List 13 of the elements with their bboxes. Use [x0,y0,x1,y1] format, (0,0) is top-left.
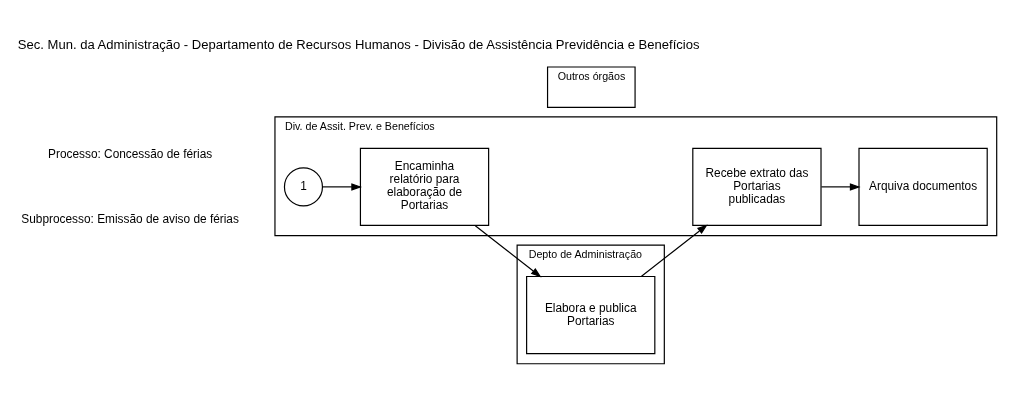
node-box: Elabora e publica Portarias [526,275,656,355]
label: Processo: Concessão de férias [48,146,213,161]
node-box: Recebe extrato das Portarias publicadas [692,147,822,227]
node-box: Encaminha relatório para elaboração de Portarias [359,147,490,227]
node-box: Arquiva documentos [858,147,988,227]
arrow [640,224,708,277]
label: Subprocesso: Emissão de aviso de férias [21,212,239,227]
node-circle: 1 [283,167,324,207]
arrow [322,183,362,191]
arrow [474,225,542,278]
node-box: Outros órgãos [546,66,636,108]
diagram-title: Sec. Mun. da Administração - Departamento de Recursos Humanos - Divisão de Assistência Previdência e Benefícios [17,36,700,52]
arrow [820,183,861,191]
